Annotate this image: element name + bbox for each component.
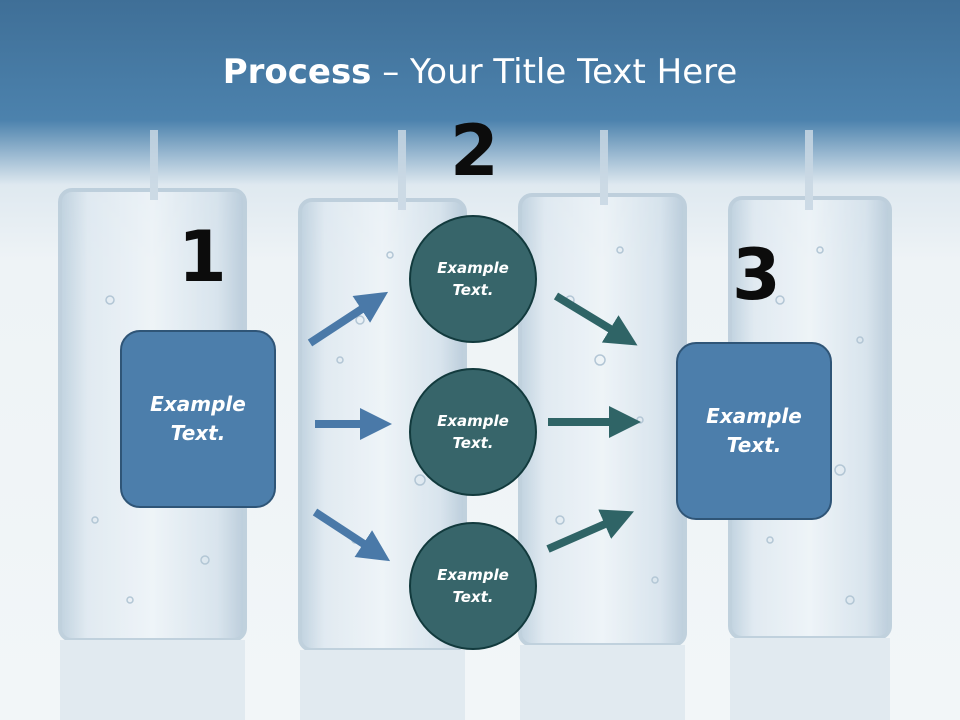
process-circle-middle[interactable]: Example Text. xyxy=(409,368,537,496)
step-number-3: 3 xyxy=(732,234,781,316)
step-number-2: 2 xyxy=(450,110,499,192)
title-bold: Process xyxy=(222,52,372,92)
left-box-text: Example Text. xyxy=(150,392,246,445)
left-text-box[interactable]: Example Text. xyxy=(120,330,276,508)
circle-top-text: Example Text. xyxy=(437,258,509,300)
circle-middle-text: Example Text. xyxy=(437,411,509,453)
arrow-to-top-circle xyxy=(307,291,389,347)
right-box-text: Example Text. xyxy=(706,404,802,457)
circle-bottom-text: Example Text. xyxy=(437,565,509,607)
arrow-from-bottom-circle xyxy=(546,509,634,553)
right-text-box[interactable]: Example Text. xyxy=(676,342,832,520)
step-number-1: 1 xyxy=(178,216,227,298)
arrow-to-bottom-circle xyxy=(312,508,391,562)
title-rest: – Your Title Text Here xyxy=(371,52,738,92)
arrow-from-top-circle xyxy=(553,292,638,346)
process-circle-top[interactable]: Example Text. xyxy=(409,215,537,343)
process-circle-bottom[interactable]: Example Text. xyxy=(409,522,537,650)
slide-title: Process – Your Title Text Here xyxy=(0,52,960,92)
